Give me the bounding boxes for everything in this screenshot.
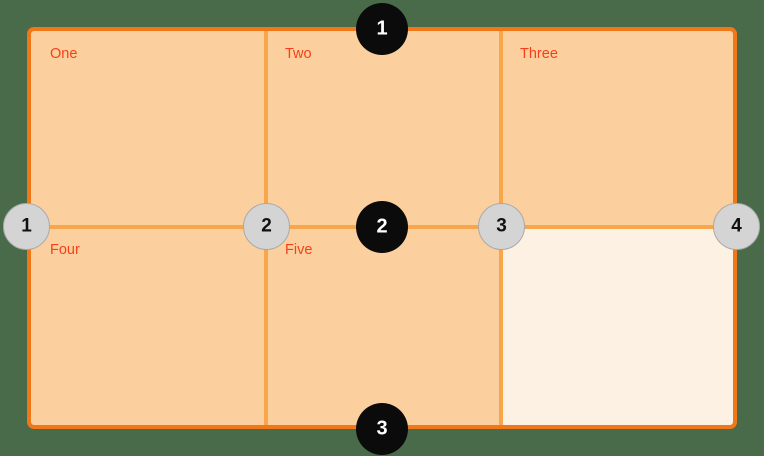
row-marker-top[interactable]: 1 bbox=[356, 3, 408, 55]
col-marker-4-value: 4 bbox=[731, 215, 742, 237]
grid-cell-four[interactable]: Four bbox=[29, 225, 264, 427]
grid-cell-four-label: Four bbox=[50, 242, 80, 258]
row-marker-middle[interactable]: 2 bbox=[356, 201, 408, 253]
col-marker-1-value: 1 bbox=[21, 215, 32, 237]
grid-cell-five[interactable]: Five bbox=[264, 225, 499, 427]
col-marker-4[interactable]: 4 bbox=[713, 203, 760, 250]
col-marker-2-value: 2 bbox=[261, 215, 272, 237]
col-marker-2[interactable]: 2 bbox=[243, 203, 290, 250]
row-marker-middle-value: 2 bbox=[376, 215, 388, 238]
col-marker-3[interactable]: 3 bbox=[478, 203, 525, 250]
grid-cell-six[interactable] bbox=[501, 225, 735, 427]
grid-cell-two-label: Two bbox=[285, 46, 312, 62]
col-marker-1[interactable]: 1 bbox=[3, 203, 50, 250]
col-marker-3-value: 3 bbox=[496, 215, 507, 237]
row-marker-bottom-value: 3 bbox=[376, 417, 388, 440]
grid-cell-three-label: Three bbox=[520, 46, 558, 62]
grid-cell-five-label: Five bbox=[285, 242, 313, 258]
row-marker-bottom[interactable]: 3 bbox=[356, 403, 408, 455]
row-marker-top-value: 1 bbox=[376, 17, 388, 40]
grid-cell-one[interactable]: One bbox=[29, 29, 264, 225]
grid-cell-one-label: One bbox=[50, 46, 78, 62]
grid-cell-three[interactable]: Three bbox=[499, 29, 735, 225]
grid-cell-two[interactable]: Two bbox=[264, 29, 499, 225]
